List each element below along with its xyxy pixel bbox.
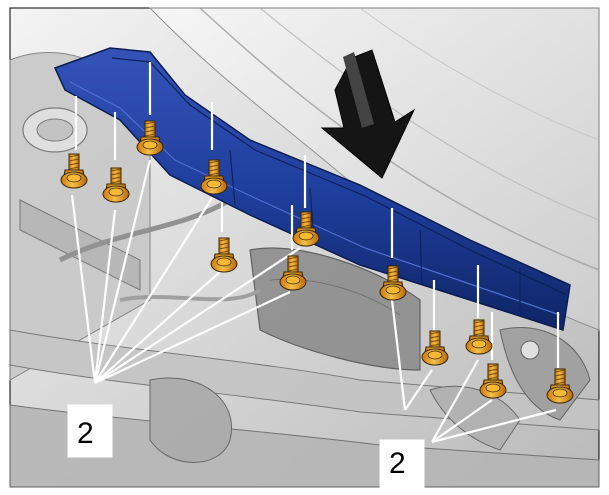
callout-label-right: 2	[389, 447, 406, 480]
callout-right: 2	[379, 439, 425, 488]
down-right-direction-arrow-icon	[320, 49, 416, 179]
callout-left: 2	[67, 404, 113, 458]
callout-leader-lines	[70, 62, 560, 444]
callout-label-left: 2	[77, 417, 94, 450]
